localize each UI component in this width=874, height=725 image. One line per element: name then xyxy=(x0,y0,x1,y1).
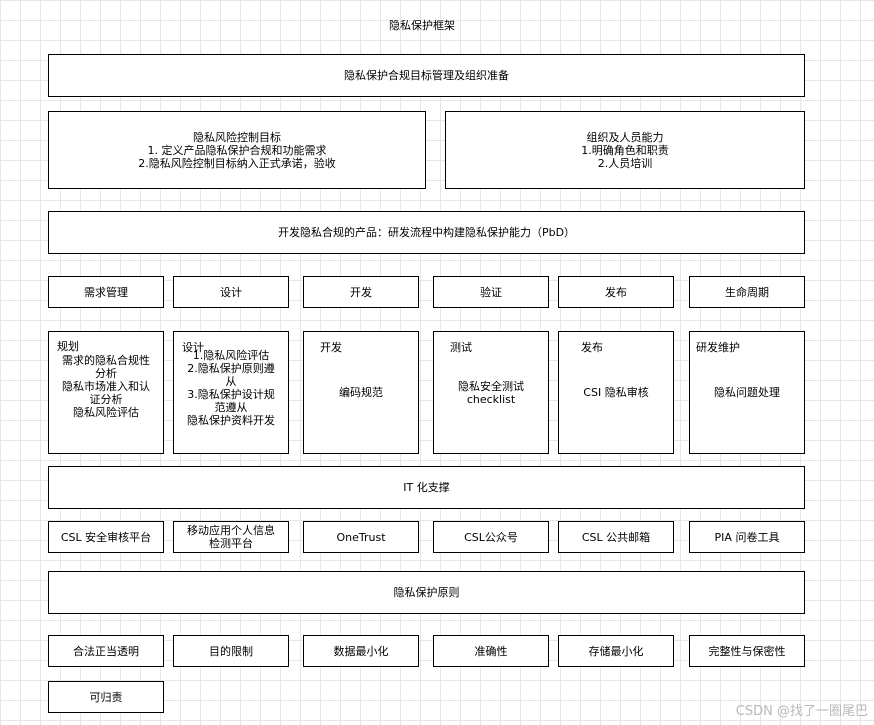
principle-label: 目的限制 xyxy=(209,644,253,658)
phase-design: 设计 xyxy=(173,276,289,308)
risk-control-title: 隐私风险控制目标 xyxy=(193,130,281,144)
pbd-box: 开发隐私合规的产品：研发流程中构建隐私保护能力（PbD） xyxy=(48,211,805,254)
principles-box: 隐私保护原则 xyxy=(48,571,805,614)
detail-requirements-line-3: 隐私市场准入和认 xyxy=(62,380,150,393)
phase-release: 发布 xyxy=(558,276,674,308)
compliance-goal-label: 隐私保护合规目标管理及组织准备 xyxy=(344,69,509,82)
detail-requirements-line-2: 分析 xyxy=(95,367,117,380)
principle-label: 数据最小化 xyxy=(333,644,389,658)
it-support-label: IT 化支撑 xyxy=(403,481,450,494)
detail-lifecycle: 研发维护 隐私问题处理 xyxy=(689,331,805,454)
principle-item: 数据最小化 xyxy=(303,635,419,667)
diagram-title: 隐私保护框架 xyxy=(389,19,455,32)
detail-requirements: 规划 需求的隐私合规性 分析 隐私市场准入和认 证分析 隐私风险评估 xyxy=(48,331,164,454)
tool-onetrust: OneTrust xyxy=(303,521,419,553)
detail-design: 设计 1.隐私风险评估 2.隐私保护原则遵 从 3.隐私保护设计规 范遵从 隐私… xyxy=(173,331,289,454)
tool-csl-public-email: CSL 公共邮箱 xyxy=(558,521,674,553)
pbd-label: 开发隐私合规的产品：研发流程中构建隐私保护能力（PbD） xyxy=(277,226,576,239)
tool-mobile-app-check: 移动应用个人信息检测平台 xyxy=(173,521,289,553)
risk-control-line-1: 1. 定义产品隐私保护合规和功能需求 xyxy=(147,143,327,157)
principle-item: 目的限制 xyxy=(173,635,289,667)
principle-label: 准确性 xyxy=(474,644,508,658)
principle-item: 完整性与保密性 xyxy=(689,635,805,667)
tool-label: CSL 公共邮箱 xyxy=(581,530,651,544)
detail-lifecycle-line-1: 隐私问题处理 xyxy=(714,386,780,399)
principle-item: 合法正当透明 xyxy=(48,635,164,667)
detail-lifecycle-header: 研发维护 xyxy=(696,341,740,354)
risk-control-box: 隐私风险控制目标 1. 定义产品隐私保护合规和功能需求 2.隐私风险控制目标纳入… xyxy=(48,111,426,189)
detail-verification: 测试 隐私安全测试 checklist xyxy=(433,331,549,454)
org-capability-line-1: 1.明确角色和职责 xyxy=(581,143,669,157)
tool-csl-audit-platform: CSL 安全审核平台 xyxy=(48,521,164,553)
phase-verification: 验证 xyxy=(433,276,549,308)
detail-design-line-3: 从 xyxy=(225,375,237,388)
tool-label: PIA 问卷工具 xyxy=(714,530,780,544)
tool-pia-questionnaire: PIA 问卷工具 xyxy=(689,521,805,553)
org-capability-title: 组织及人员能力 xyxy=(586,130,664,144)
detail-verification-line-1: 隐私安全测试 xyxy=(458,379,524,393)
detail-verification-line-2: checklist xyxy=(466,392,516,406)
detail-requirements-header: 规划 xyxy=(57,340,79,353)
detail-design-header: 设计 xyxy=(182,341,204,354)
phase-requirements-label: 需求管理 xyxy=(84,285,128,299)
detail-design-line-4: 3.隐私保护设计规 xyxy=(187,388,275,401)
principle-label: 合法正当透明 xyxy=(73,644,139,658)
detail-requirements-line-5: 隐私风险评估 xyxy=(73,406,139,419)
it-support-box: IT 化支撑 xyxy=(48,466,805,509)
detail-development-header: 开发 xyxy=(320,341,342,354)
tool-label: OneTrust xyxy=(336,530,386,544)
phase-lifecycle: 生命周期 xyxy=(689,276,805,308)
compliance-goal-box: 隐私保护合规目标管理及组织准备 xyxy=(48,54,805,97)
tool-label: CSL公众号 xyxy=(464,530,518,544)
detail-design-line-2: 2.隐私保护原则遵 xyxy=(187,362,275,375)
watermark: CSDN @找了一圈尾巴 xyxy=(735,704,868,719)
tool-csl-official-account: CSL公众号 xyxy=(433,521,549,553)
principle-item: 可归责 xyxy=(48,681,164,713)
phase-verification-label: 验证 xyxy=(480,285,502,299)
phase-requirements: 需求管理 xyxy=(48,276,164,308)
principle-label: 完整性与保密性 xyxy=(708,644,786,658)
detail-design-line-1: 1.隐私风险评估 xyxy=(192,349,270,362)
principles-label: 隐私保护原则 xyxy=(393,586,460,599)
org-capability-box: 组织及人员能力 1.明确角色和职责 2.人员培训 xyxy=(445,111,805,189)
principle-item: 准确性 xyxy=(433,635,549,667)
detail-design-line-5: 范遵从 xyxy=(214,401,248,414)
phase-development: 开发 xyxy=(303,276,419,308)
detail-release-header: 发布 xyxy=(581,341,603,354)
phase-design-label: 设计 xyxy=(220,285,242,299)
tool-label: CSL 安全审核平台 xyxy=(60,530,152,544)
detail-development: 开发 编码规范 xyxy=(303,331,419,454)
detail-requirements-line-1: 需求的隐私合规性 xyxy=(62,354,150,367)
risk-control-line-2: 2.隐私风险控制目标纳入正式承诺，验收 xyxy=(138,156,336,170)
detail-design-line-6: 隐私保护资料开发 xyxy=(187,414,275,427)
detail-release: 发布 CSI 隐私审核 xyxy=(558,331,674,454)
detail-requirements-line-4: 证分析 xyxy=(89,393,123,406)
phase-development-label: 开发 xyxy=(350,285,372,299)
detail-development-line-1: 编码规范 xyxy=(339,386,383,399)
detail-release-line-1: CSI 隐私审核 xyxy=(583,386,649,399)
detail-verification-header: 测试 xyxy=(450,341,472,354)
principle-label: 存储最小化 xyxy=(588,644,644,658)
phase-release-label: 发布 xyxy=(605,285,627,299)
principle-item: 存储最小化 xyxy=(558,635,674,667)
org-capability-line-2: 2.人员培训 xyxy=(597,156,653,170)
tool-label: 移动应用个人信息检测平台 xyxy=(187,524,275,550)
phase-lifecycle-label: 生命周期 xyxy=(725,285,769,299)
principle-label: 可归责 xyxy=(89,690,123,704)
